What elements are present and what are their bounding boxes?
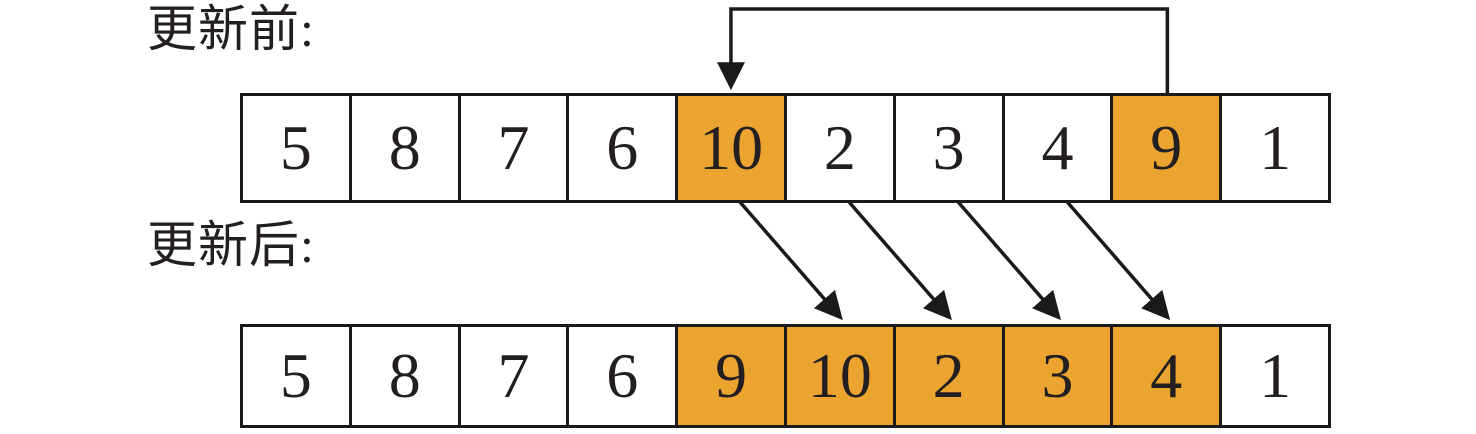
array-cell: 5 (243, 96, 352, 200)
shift-arrow (956, 200, 1062, 321)
shift-arrow (847, 200, 952, 321)
array-cell: 3 (1004, 327, 1114, 425)
array-cell: 6 (569, 327, 679, 425)
array-cell: 6 (569, 96, 679, 200)
shift-arrow (1065, 200, 1171, 321)
array-cell: 4 (1004, 96, 1114, 200)
array-cell: 10 (786, 327, 896, 425)
label-after-update: 更新后: (147, 217, 315, 273)
array-cell: 1 (1222, 327, 1328, 425)
array-cell: 7 (460, 96, 570, 200)
array-cell: 4 (1113, 327, 1223, 425)
array-cell: 9 (678, 327, 787, 425)
insert-arrow (716, 7, 1170, 95)
array-cell: 2 (786, 96, 896, 200)
array-cell: 10 (678, 96, 787, 200)
array-cell: 5 (243, 327, 352, 425)
array-cell: 1 (1222, 96, 1328, 200)
array-cell: 8 (351, 327, 461, 425)
array-cell: 3 (895, 96, 1005, 200)
array-cell: 7 (460, 327, 570, 425)
array-cell: 2 (895, 327, 1005, 425)
shift-arrow (738, 200, 843, 321)
label-before-update: 更新前: (147, 1, 315, 57)
array-cell: 9 (1113, 96, 1223, 200)
array-cell: 8 (351, 96, 461, 200)
